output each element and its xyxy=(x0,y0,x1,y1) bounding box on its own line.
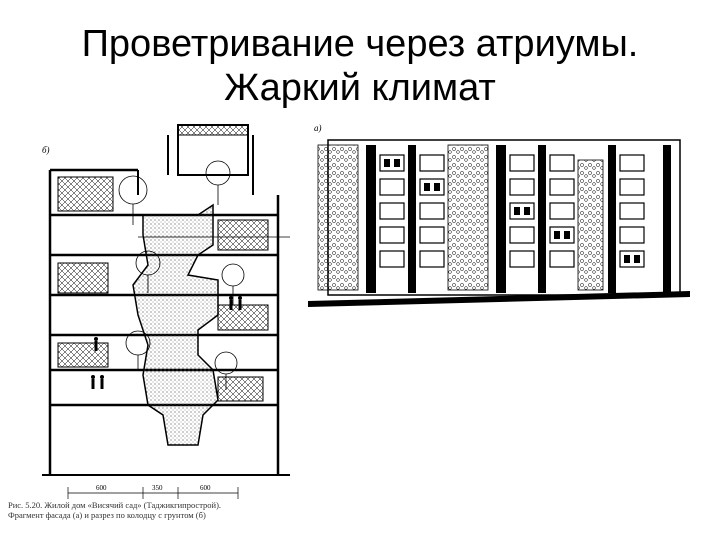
dimension-label: 600 xyxy=(200,484,211,492)
facade-balconies xyxy=(379,154,645,268)
caption-line-1: Рис. 5.20. Жилой дом «Висячий сад» (Тадж… xyxy=(8,500,222,510)
central-soil-shaft xyxy=(132,203,219,446)
section-people xyxy=(91,296,242,389)
facade-window-marks xyxy=(384,159,640,263)
dimension-label: 600 xyxy=(96,484,107,492)
facade-panel-label: а) xyxy=(314,123,322,133)
building-facade-drawing: а) xyxy=(308,123,690,307)
section-trees xyxy=(118,160,245,390)
facade-greenery xyxy=(317,144,604,291)
hatched-planters xyxy=(57,176,269,402)
facade-ground xyxy=(308,291,690,307)
figure-caption: Рис. 5.20. Жилой дом «Висячий сад» (Тадж… xyxy=(8,500,308,520)
caption-line-2: Фрагмент фасада (а) и разрез по колодцу … xyxy=(8,510,206,520)
dimension-label: 350 xyxy=(152,484,163,492)
building-section-drawing: б) xyxy=(42,124,290,499)
slide-title: Проветривание через атриумы. Жаркий клим… xyxy=(0,22,720,110)
slide-title-line-2: Жаркий климат xyxy=(224,67,496,109)
section-panel-label: б) xyxy=(42,145,50,155)
slide-title-line-1: Проветривание через атриумы. xyxy=(81,23,639,65)
facade-dark-columns xyxy=(366,145,671,293)
dimension-line xyxy=(67,487,239,499)
